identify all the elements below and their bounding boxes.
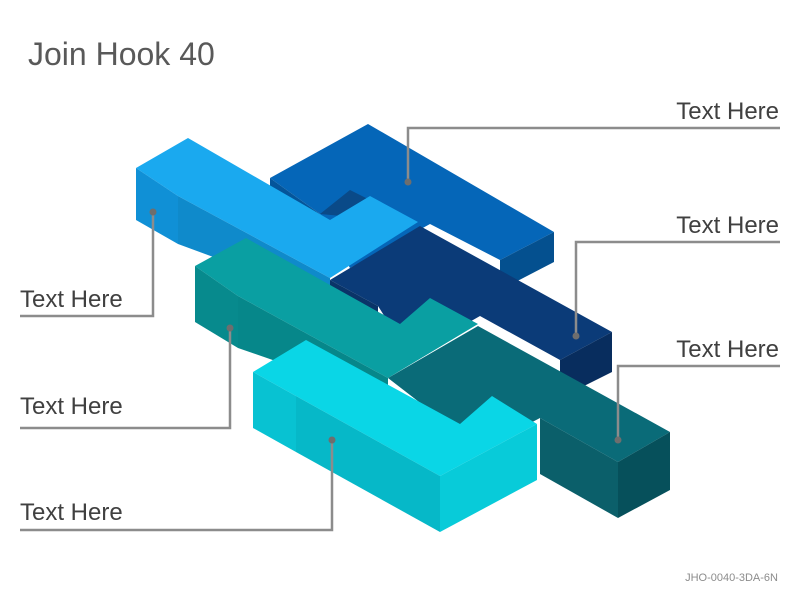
leader-line-6	[20, 440, 334, 532]
leader-line-4	[20, 212, 155, 318]
leader-dot-4	[149, 208, 157, 216]
label-left-2[interactable]: Text Here	[20, 393, 123, 420]
label-left-1[interactable]: Text Here	[20, 286, 123, 313]
label-right-2[interactable]: Text Here	[676, 212, 779, 239]
leader-line-5	[20, 328, 232, 430]
leader-dot-5	[226, 324, 234, 332]
label-right-1[interactable]: Text Here	[676, 98, 779, 125]
leader-dot-1	[404, 178, 412, 186]
leader-line-1	[406, 126, 780, 182]
leader-dot-2	[572, 332, 580, 340]
label-left-3[interactable]: Text Here	[20, 499, 123, 526]
leader-line-2	[574, 240, 780, 336]
label-right-3[interactable]: Text Here	[676, 336, 779, 363]
leader-line-3	[616, 364, 780, 440]
leader-dot-6	[328, 436, 336, 444]
leader-dots	[149, 178, 622, 444]
footer-code: JHO-0040-3DA-6N	[685, 572, 778, 584]
piece-cyan	[253, 340, 537, 532]
leader-lines	[20, 126, 780, 532]
slide-title: Join Hook 40	[28, 36, 215, 72]
leader-dot-3	[614, 436, 622, 444]
